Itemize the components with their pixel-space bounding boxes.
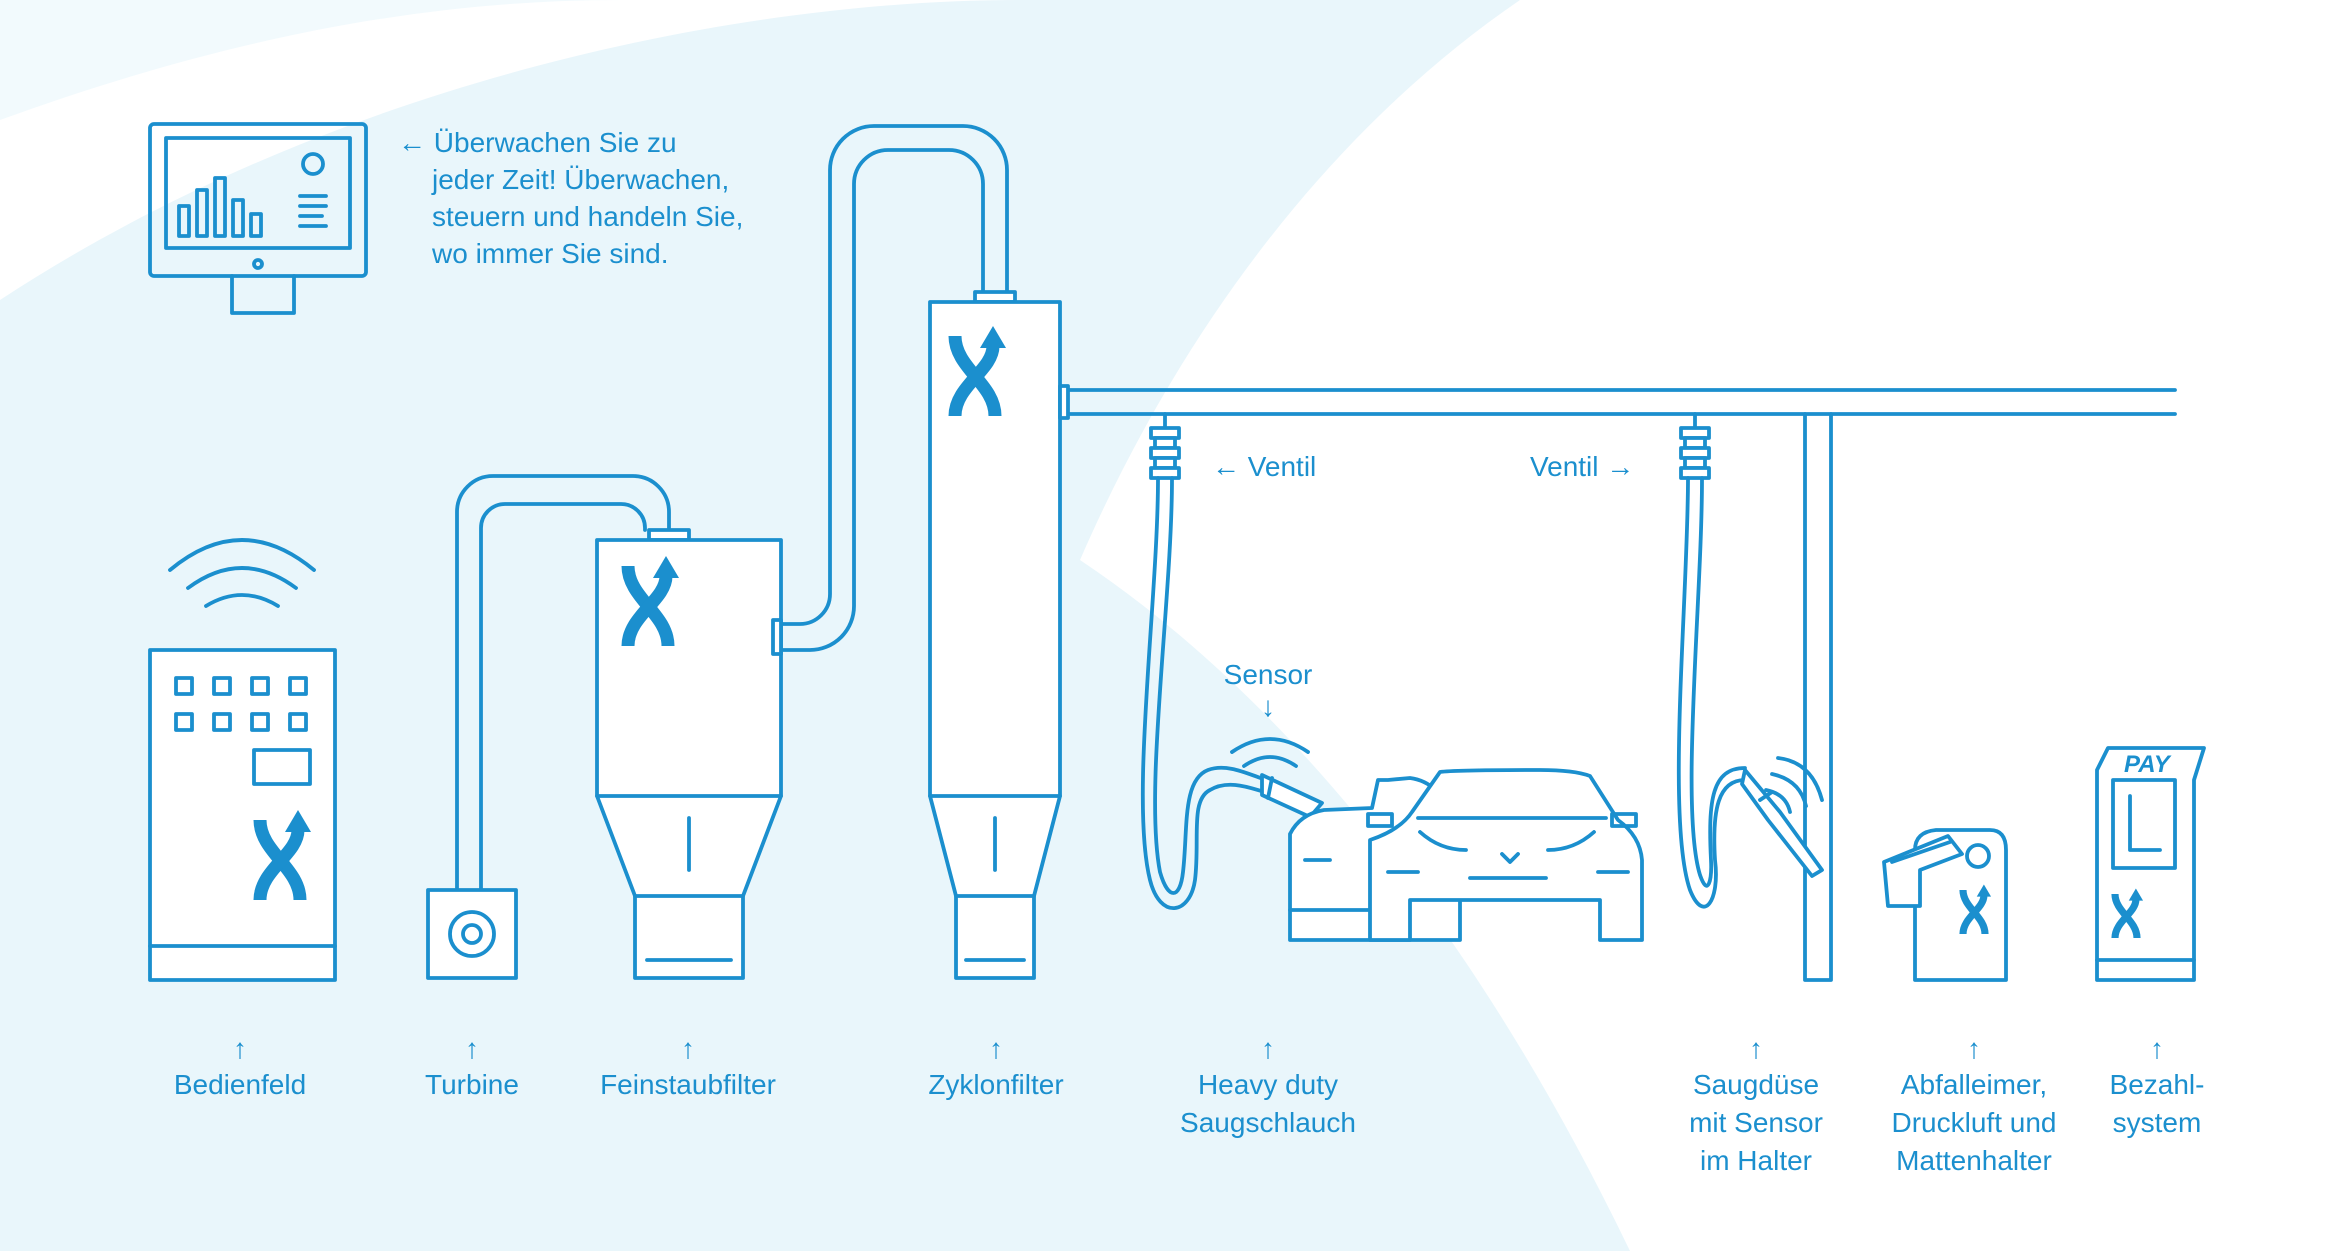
label-bezahlsystem: ↑ Bezahl- system: [2110, 1033, 2205, 1138]
label-line: Abfalleimer,: [1901, 1069, 2047, 1100]
background: [0, 0, 1630, 1251]
label-zyklonfilter: ↑ Zyklonfilter: [928, 1033, 1063, 1100]
sensor-wave-icon: [1230, 737, 1824, 814]
label-arrow: ↑: [681, 1033, 695, 1064]
label-feinstaubfilter: ↑ Feinstaubfilter: [600, 1033, 776, 1100]
label-arrow: ↑: [2150, 1033, 2164, 1064]
background-swoosh: [0, 0, 620, 120]
pay-label: PAY: [2124, 751, 2172, 778]
turbine-unit: [426, 888, 518, 980]
label-line: Heavy duty: [1198, 1069, 1338, 1100]
label-line: Saugdüse: [1693, 1069, 1819, 1100]
valve-icon: [1679, 426, 1711, 480]
ventil-label-left: ← Ventil: [1212, 451, 1316, 482]
monitor-text-line-2: jeder Zeit! Überwachen,: [431, 164, 729, 195]
component-labels: ↑ Bedienfeld ↑ Turbine ↑ Feinstaubfilter…: [174, 1033, 2205, 1176]
monitor-text: ← Überwachen Sie zu jeder Zeit! Überwach…: [398, 127, 743, 269]
pay-terminal-icon: PAY: [2095, 746, 2206, 982]
monitor-text-line-3: steuern und handeln Sie,: [432, 201, 743, 232]
zyklonfilter-unit: [928, 290, 1070, 980]
label-arrow: ↑: [1967, 1033, 1981, 1064]
label-line: Bezahl-: [2110, 1069, 2205, 1100]
label-arrow: ↑: [1749, 1033, 1763, 1064]
valve-icon: [1149, 426, 1181, 480]
label-arrow: ↑: [1261, 1033, 1275, 1064]
sensor-label: Sensor: [1224, 659, 1313, 690]
label-line: Bedienfeld: [174, 1069, 306, 1100]
bedienfeld-unit: [148, 538, 337, 982]
label-arrow: ↑: [989, 1033, 1003, 1064]
label-line: Druckluft und: [1892, 1107, 2057, 1138]
label-abfalleimer: ↑ Abfalleimer, Druckluft und Mattenhalte…: [1892, 1033, 2057, 1176]
ventil-label-right: Ventil →: [1530, 451, 1634, 482]
label-line: im Halter: [1700, 1145, 1812, 1176]
annotations: ← Ventil Ventil → Sensor ↓: [1212, 451, 1634, 722]
label-arrow: ↑: [233, 1033, 247, 1064]
label-line: mit Sensor: [1689, 1107, 1823, 1138]
label-line: Zyklonfilter: [928, 1069, 1063, 1100]
valve-left: [1149, 412, 1181, 480]
pipes: [455, 124, 2177, 982]
abfalleimer-unit: [1882, 828, 2008, 982]
label-turbine: ↑ Turbine: [425, 1033, 519, 1100]
wifi-icon: [168, 538, 316, 608]
label-line: system: [2113, 1107, 2202, 1138]
hose-right: [1676, 476, 1824, 909]
monitor-text-line-4: wo immer Sie sind.: [431, 238, 669, 269]
keypad: [174, 676, 312, 786]
label-line: Turbine: [425, 1069, 519, 1100]
feinstaubfilter-unit: [595, 528, 783, 980]
gear-icon: [448, 910, 496, 958]
label-bedienfeld: ↑ Bedienfeld: [174, 1033, 306, 1100]
sensor-arrow: ↓: [1261, 691, 1275, 722]
label-line: Mattenhalter: [1896, 1145, 2052, 1176]
car-icon: [1288, 768, 1644, 942]
monitor-text-line-1: ← Überwachen Sie zu: [398, 127, 677, 158]
valve-right: [1679, 412, 1711, 480]
label-line: Feinstaubfilter: [600, 1069, 776, 1100]
monitor-icon: [148, 122, 368, 315]
background-band: [0, 0, 1630, 1251]
label-saugschlauch: ↑ Heavy duty Saugschlauch: [1180, 1033, 1356, 1138]
label-line: Saugschlauch: [1180, 1107, 1356, 1138]
label-saugduese: ↑ Saugdüse mit Sensor im Halter: [1689, 1033, 1823, 1176]
label-arrow: ↑: [465, 1033, 479, 1064]
